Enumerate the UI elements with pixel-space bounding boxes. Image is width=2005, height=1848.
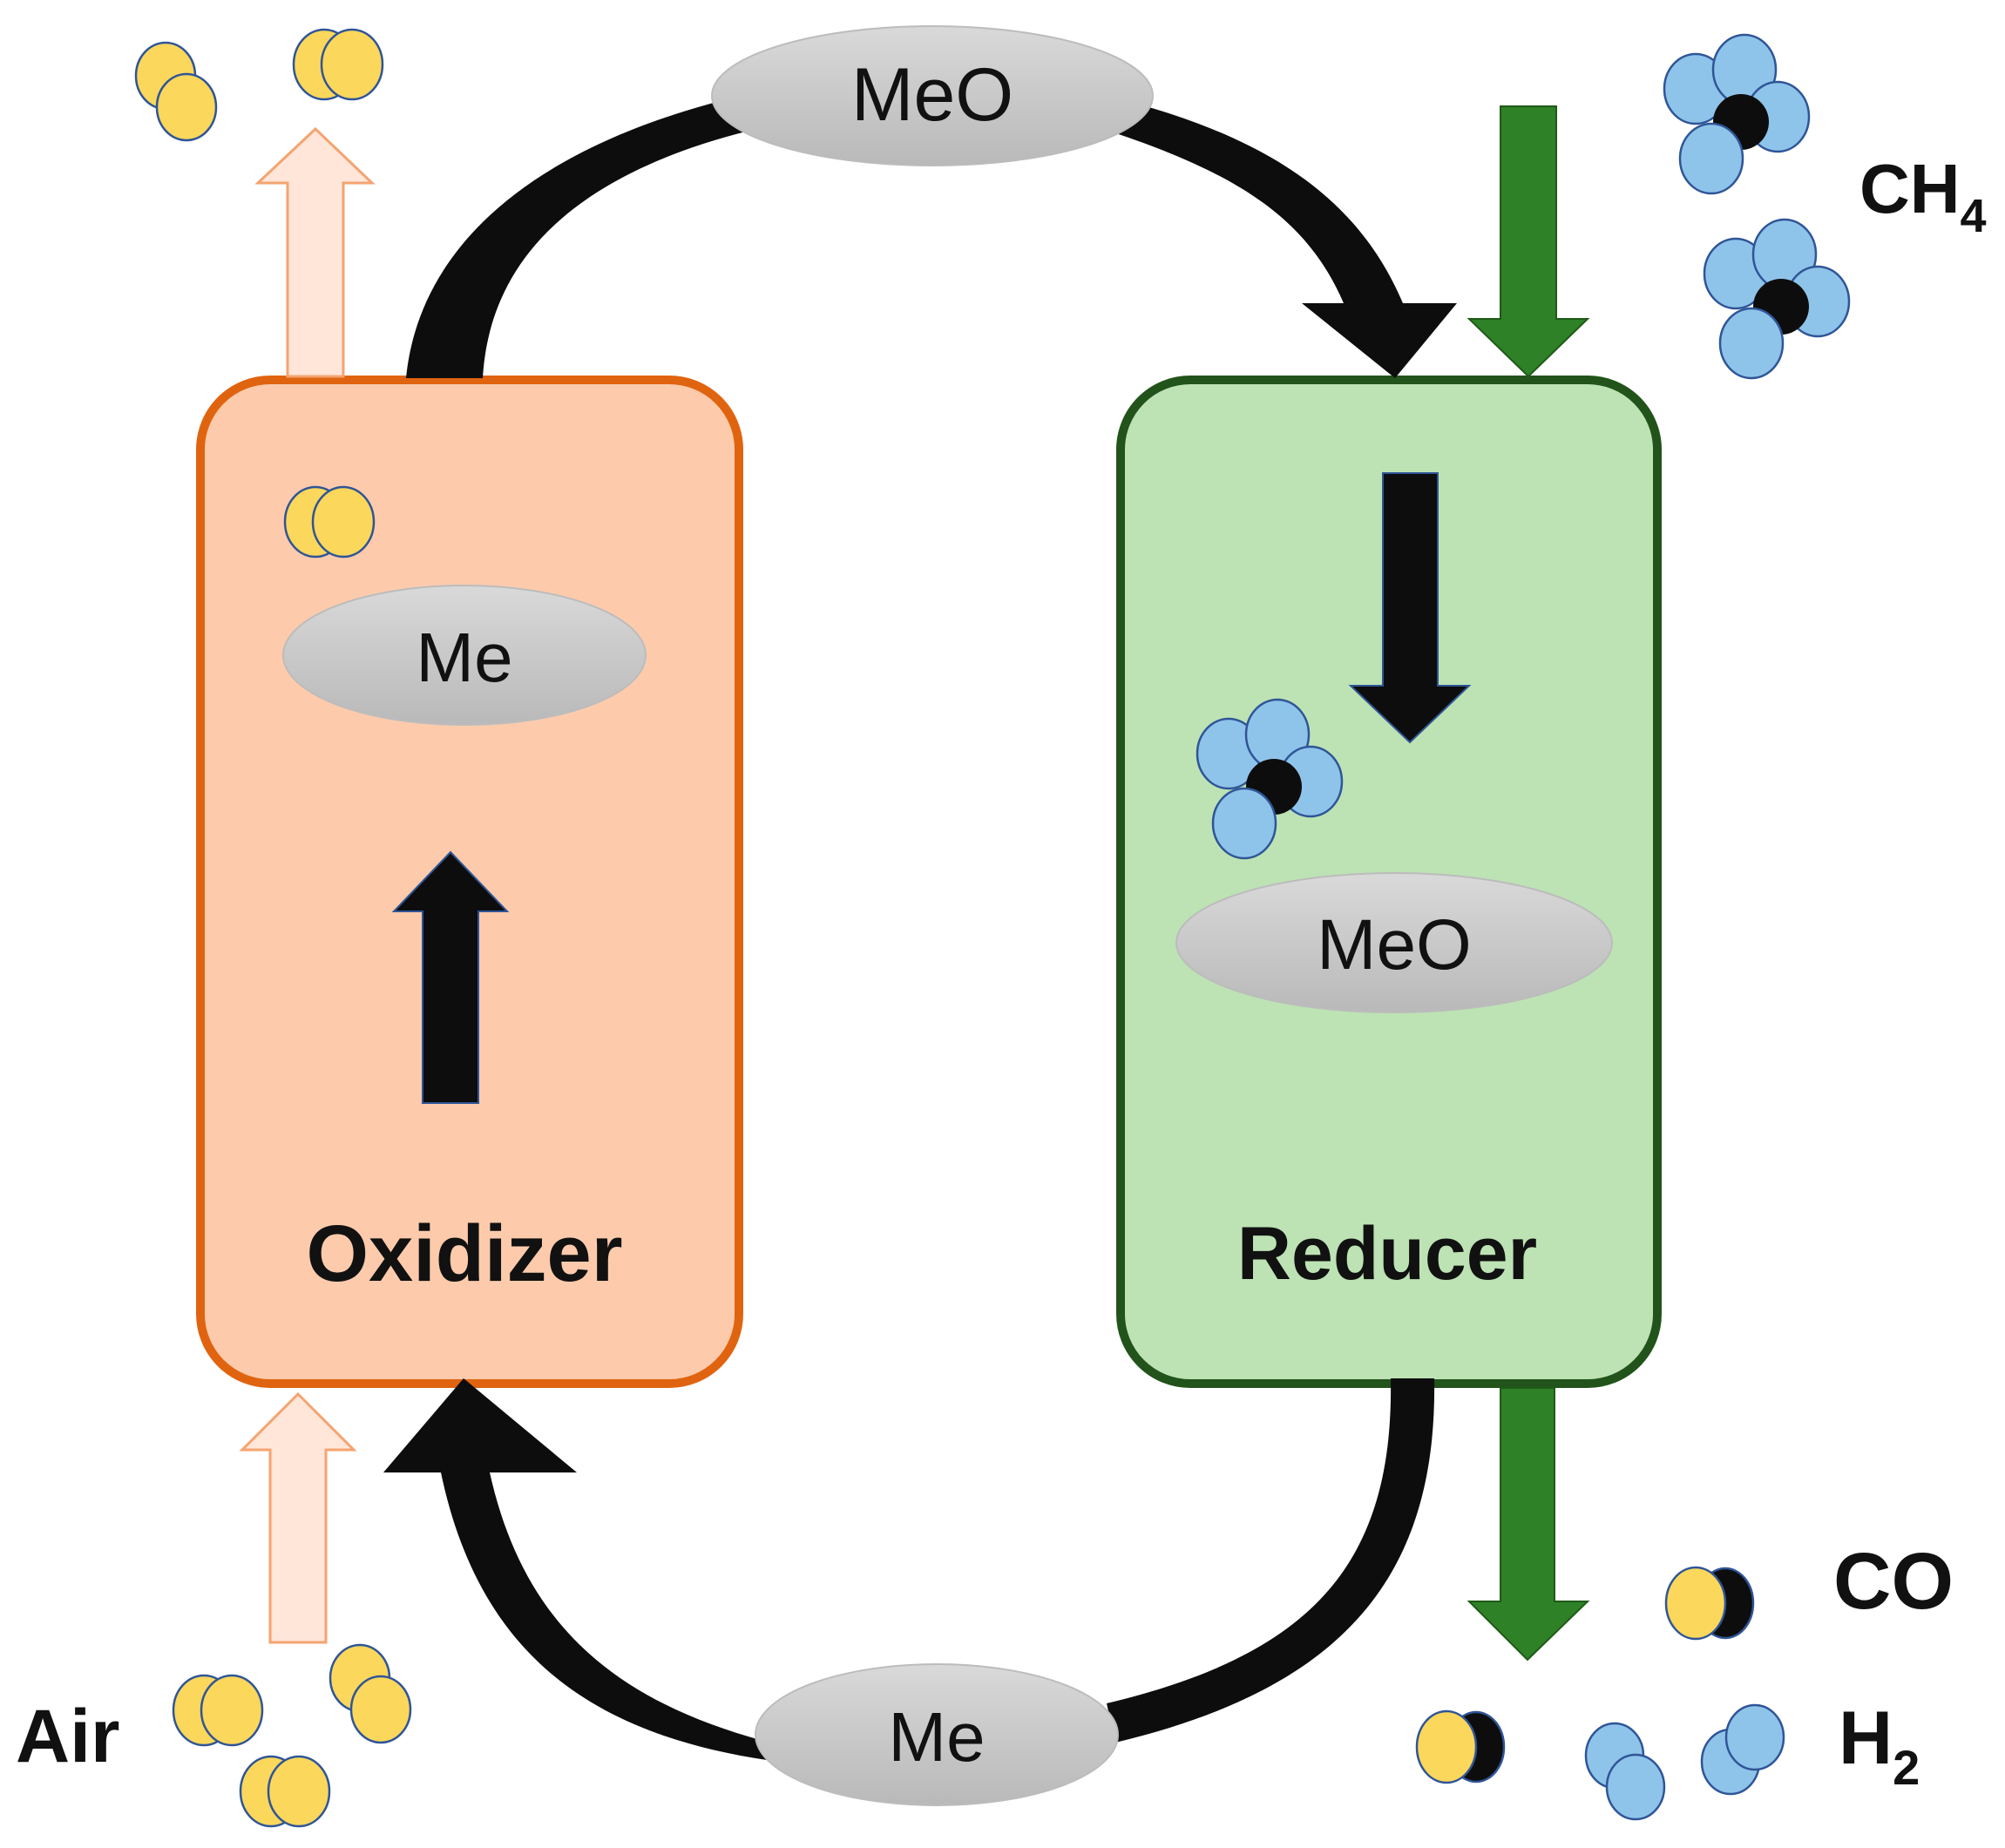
ch4-inlet-arrow [1466,105,1590,378]
product-outlet-arrow [1466,1387,1590,1662]
svg-text:Me: Me [416,619,512,696]
svg-text:MeO: MeO [1317,905,1472,985]
loop-arc-bottom-right [1107,1378,1435,1743]
o2-molecule-icon [172,1674,264,1747]
o2-molecule-icon [283,485,376,558]
loop-arc-bottom-left [383,1378,767,1760]
svg-text:Me: Me [888,1698,985,1776]
ch4-label: CH4 [1859,150,1987,242]
ch4-molecule-icon [1703,218,1851,380]
top-particle: MeO [711,25,1154,166]
h2-molecule-icon [1584,1722,1666,1821]
co-molecule-icon [1664,1566,1755,1641]
loop-arc-top-left [406,96,749,378]
oxidizer-particle: Me [282,585,647,726]
air-inlet-arrow [239,1391,357,1644]
reducer-particle: MeO [1175,872,1613,1013]
loop-arc-top-right [1114,100,1457,378]
air-outlet-arrow [254,126,376,378]
reducer-label: Reducer [1237,1212,1537,1296]
reducer-flow-arrow-down [1348,472,1472,744]
co-molecule-icon [1415,1709,1506,1784]
co-label: CO [1833,1537,1954,1626]
oxidizer-label: Oxidizer [306,1209,622,1298]
svg-text:MeO: MeO [851,53,1013,137]
h2-molecule-icon [1700,1703,1785,1796]
o2-molecule-icon [134,41,218,142]
o2-molecule-icon [329,1643,412,1744]
o2-molecule-icon [292,28,384,101]
o2-molecule-icon [239,1755,331,1828]
h2-label: H2 [1839,1696,1920,1795]
ch4-molecule-icon [1663,33,1811,195]
oxidizer-flow-arrow-up [391,850,510,1104]
air-label: Air [16,1695,119,1778]
bottom-particle: Me [755,1663,1119,1806]
